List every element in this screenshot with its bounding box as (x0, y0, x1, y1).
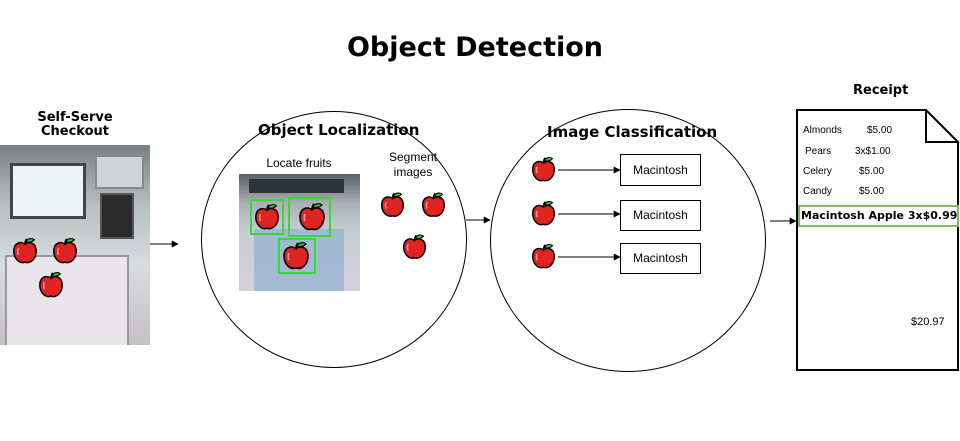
localization-title: Object Localization (258, 121, 420, 139)
receipt-item-price: 3x$1.00 (855, 146, 891, 157)
diagram-title: Object Detection (346, 32, 604, 63)
classification-ellipse (490, 109, 766, 372)
apple-icon (530, 199, 557, 228)
receipt-item-name: Celery (803, 166, 832, 177)
segment-label-line2: images (393, 165, 433, 179)
classification-result-box: Macintosh (620, 154, 701, 186)
apple-icon (420, 191, 447, 219)
receipt-highlight-box (798, 205, 959, 227)
detection-box (250, 199, 284, 235)
apple-icon (530, 155, 557, 184)
document-icon (796, 109, 959, 371)
apple-icon (530, 242, 557, 271)
checkout-label-line2: Checkout (40, 124, 109, 139)
detection-box (278, 238, 316, 274)
checkout-label: Self-Serve Checkout (30, 111, 120, 139)
receipt-item-price: $5.00 (859, 186, 885, 197)
detection-box (288, 197, 331, 237)
receipt-item-name: Pears (805, 146, 832, 157)
apple-icon (281, 240, 311, 272)
apple-icon (401, 233, 428, 261)
apple-icon (379, 191, 406, 219)
apple-icon (297, 201, 327, 233)
checkout-kiosk-image (0, 145, 150, 345)
localization-ellipse (201, 111, 467, 368)
kiosk-screen (10, 163, 86, 219)
receipt-item-name: Almonds (803, 125, 842, 136)
kiosk-base (5, 255, 129, 345)
classification-result-label: Macintosh (633, 163, 688, 177)
classification-title: Image Classification (547, 123, 718, 141)
classification-result-label: Macintosh (633, 251, 688, 265)
segment-label-line1: Segment (388, 150, 438, 164)
segment-images-label: Segment images (378, 150, 448, 180)
receipt-item-price: $5.00 (859, 166, 885, 177)
checkout-label-line1: Self-Serve (37, 110, 113, 125)
classification-result-box: Macintosh (620, 200, 701, 231)
classification-result-box: Macintosh (620, 243, 701, 274)
receipt-title: Receipt (853, 83, 909, 98)
classification-result-label: Macintosh (633, 208, 688, 222)
receipt-total: $20.97 (911, 316, 945, 328)
locate-fruits-label: Locate fruits (266, 156, 332, 170)
receipt-item-price: $5.00 (867, 125, 893, 136)
apple-icon (253, 202, 281, 232)
kiosk-scanner (95, 155, 144, 189)
receipt-highlight-line: Macintosh Apple 3x$0.99 (801, 209, 958, 222)
receipt-item-name: Candy (803, 186, 832, 197)
image-screen (249, 179, 344, 193)
kiosk-card-reader (100, 193, 134, 239)
